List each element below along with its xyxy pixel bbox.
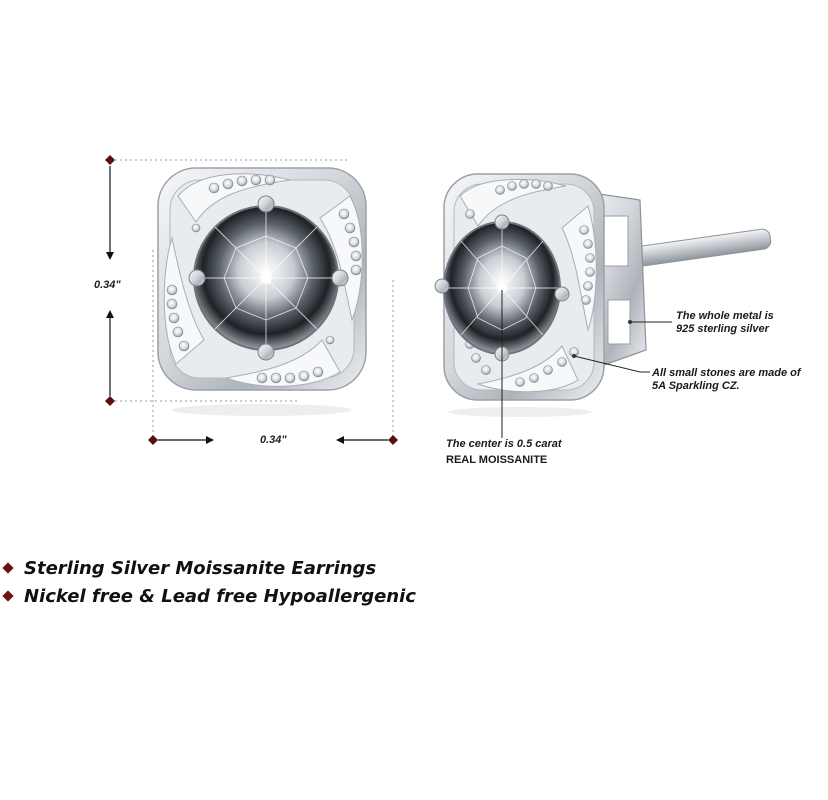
feature-list: Sterling Silver Moissanite Earrings Nick… [0, 554, 828, 610]
feature-item: Sterling Silver Moissanite Earrings [0, 554, 828, 582]
callout-lines [501, 290, 672, 438]
feature-text: Sterling Silver Moissanite Earrings [24, 557, 377, 579]
stones-callout-line-2: 5A Sparkling CZ. [652, 380, 740, 392]
stones-callout: All small stones are made of 5A Sparklin… [652, 367, 801, 393]
center-callout-prefix: The center is [446, 438, 517, 450]
center-callout-suffix: carat [532, 438, 562, 450]
metal-callout-line-2: 925 sterling silver [676, 323, 769, 335]
feature-text: Nickel free & Lead free Hypoallergenic [24, 585, 416, 607]
stones-callout-line-1: All small stones are made of [652, 367, 801, 379]
center-callout-line-2: REAL MOISSANITE [446, 454, 548, 466]
center-stone-callout: The center is 0.5 carat REAL MOISSANITE [446, 436, 562, 468]
dimension-guides [105, 155, 398, 445]
metal-callout: The whole metal is 925 sterling silver [676, 310, 774, 336]
metal-callout-line-1: The whole metal is [676, 310, 774, 322]
feature-item: Nickel free & Lead free Hypoallergenic [0, 582, 828, 610]
earring-front-view [157, 167, 367, 416]
height-dimension-label: 0.34" [94, 279, 121, 291]
center-callout-carat-value: 0.5 [516, 438, 533, 450]
diamond-bullet-icon [2, 562, 14, 574]
diamond-bullet-icon [2, 590, 14, 602]
width-dimension-label: 0.34" [260, 434, 287, 446]
